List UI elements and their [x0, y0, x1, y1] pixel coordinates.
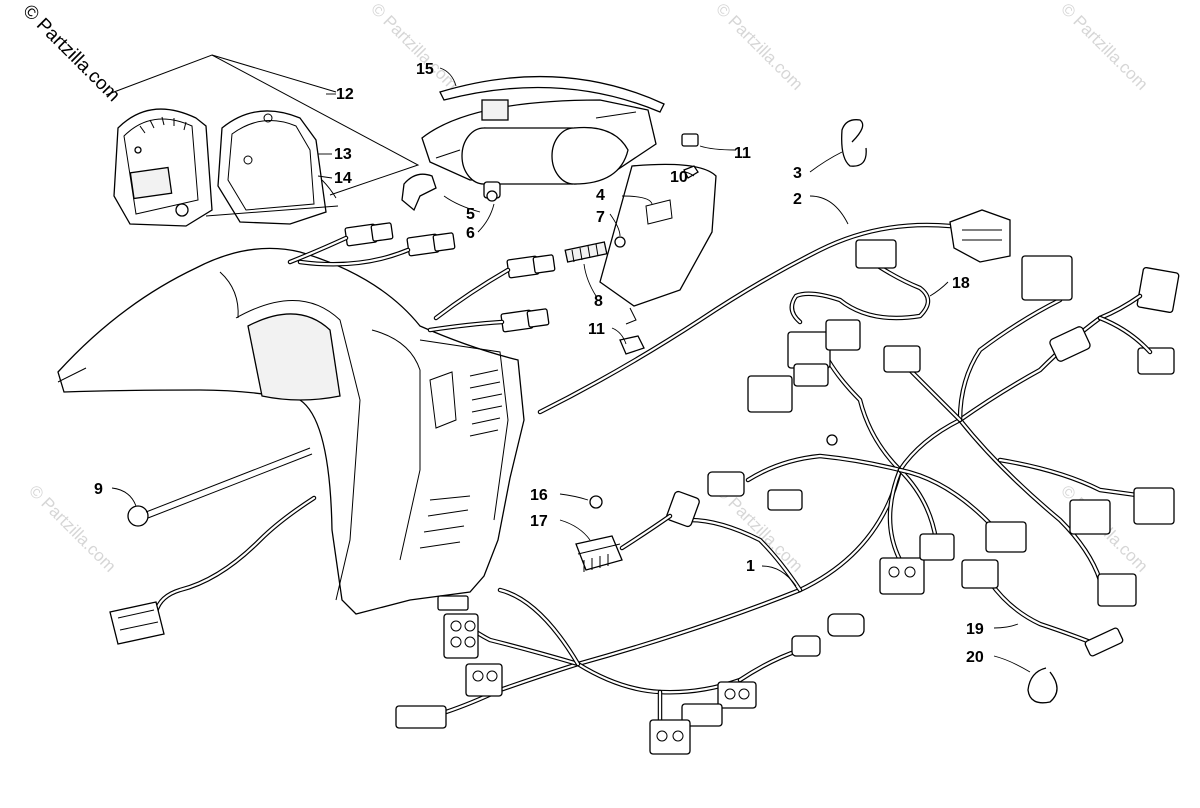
nut-part	[614, 236, 626, 248]
callout-18: 18	[952, 275, 970, 292]
clip-part	[683, 165, 699, 179]
callout-11-top: 11	[734, 145, 751, 162]
callout-5: 5	[466, 206, 475, 223]
small-harness-part	[789, 239, 931, 325]
callout-8: 8	[594, 293, 603, 310]
callout-15: 15	[416, 61, 434, 78]
callout-9: 9	[94, 481, 103, 498]
callout-1: 1	[746, 558, 755, 575]
callout-6: 6	[466, 225, 475, 242]
watermark-2: © Partzilla.com	[712, 0, 806, 94]
cluster-connectors	[344, 222, 556, 333]
front-fender-part	[57, 247, 525, 615]
headlight-bracket-part	[421, 99, 657, 185]
callout-4: 4	[596, 187, 605, 204]
callout-16: 16	[530, 487, 548, 504]
callouts: 1 2 3 4 5 6 7 8 9 10 11 11 12 13 14 15 1…	[94, 61, 984, 666]
callout-10: 10	[670, 169, 688, 186]
lens-cover-part	[599, 163, 717, 307]
cable-tie-bottom	[1027, 667, 1058, 704]
harness-connectors	[395, 255, 1180, 755]
clip-bottom-part	[619, 335, 645, 355]
spring-part	[564, 241, 608, 263]
fender-connector	[109, 601, 165, 645]
relay-part	[575, 495, 623, 572]
cluster-group-frame	[105, 54, 420, 196]
watermark-3: © Partzilla.com	[1057, 0, 1151, 94]
watermark-4: © Partzilla.com	[25, 481, 119, 575]
leader-lines	[111, 67, 1031, 673]
cable-tie-top	[841, 119, 867, 167]
clip-top-part	[681, 133, 699, 147]
bulb-part	[483, 181, 501, 202]
copyright-text: © Partzilla.com	[18, 1, 123, 106]
callout-19: 19	[966, 621, 984, 638]
callout-12: 12	[336, 86, 354, 103]
callout-20: 20	[966, 649, 984, 666]
callout-3: 3	[793, 165, 802, 182]
callout-13: 13	[334, 146, 352, 163]
callout-2: 2	[793, 191, 802, 208]
callout-14: 14	[334, 170, 352, 187]
gauge-housing-part	[205, 110, 339, 225]
watermark-1: © Partzilla.com	[367, 0, 461, 94]
callout-17: 17	[530, 513, 548, 530]
headlight-harness-part	[537, 209, 1011, 415]
sub-harness-part	[961, 559, 1124, 657]
socket-part	[401, 173, 437, 212]
callout-7: 7	[596, 209, 605, 226]
bolt-part	[127, 447, 313, 527]
trim-strip-part	[439, 75, 665, 113]
callout-11-bottom: 11	[588, 321, 605, 338]
gauge-part	[113, 108, 213, 227]
